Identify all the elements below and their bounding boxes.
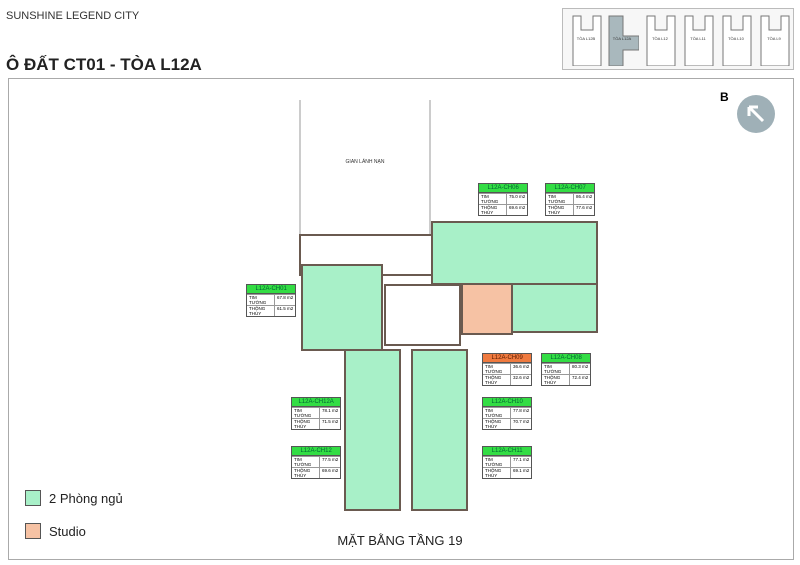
unit-ch06-07 bbox=[431, 221, 598, 285]
keymap-tower[interactable]: TÒA L9 bbox=[757, 14, 791, 67]
compass-arrow-icon bbox=[737, 95, 775, 133]
tower-keymap: TÒA L12B TÒA L12A TÒA L12 TÒA L11 TÒA L1… bbox=[562, 8, 794, 70]
legend-2br: 2 Phòng ngủ bbox=[25, 490, 123, 506]
legend-swatch bbox=[25, 523, 41, 539]
unit-ch12a-12 bbox=[344, 349, 401, 511]
keymap-tower[interactable]: TÒA L12B bbox=[569, 14, 603, 67]
unit-ch01 bbox=[301, 264, 383, 351]
legend-studio: Studio bbox=[25, 523, 86, 539]
legend-swatch bbox=[25, 490, 41, 506]
unit-ch10-11 bbox=[411, 349, 468, 511]
unit-ch09 bbox=[461, 283, 513, 335]
compass-letter: B bbox=[720, 90, 729, 104]
page-title: Ô ĐẤT CT01 - TÒA L12A bbox=[6, 55, 202, 74]
keymap-tower[interactable]: TÒA L11 bbox=[681, 14, 715, 67]
keymap-tower[interactable]: TÒA L10 bbox=[719, 14, 753, 67]
unit-ch08 bbox=[511, 283, 598, 333]
floor-caption: MẶT BẰNG TẦNG 19 bbox=[337, 533, 463, 548]
plan-frame bbox=[8, 78, 794, 560]
common-area-label: GIAN LÁNH NẠN bbox=[346, 158, 385, 165]
project-name: SUNSHINE LEGEND CITY bbox=[6, 10, 140, 22]
keymap-tower[interactable]: TÒA L12 bbox=[643, 14, 677, 67]
